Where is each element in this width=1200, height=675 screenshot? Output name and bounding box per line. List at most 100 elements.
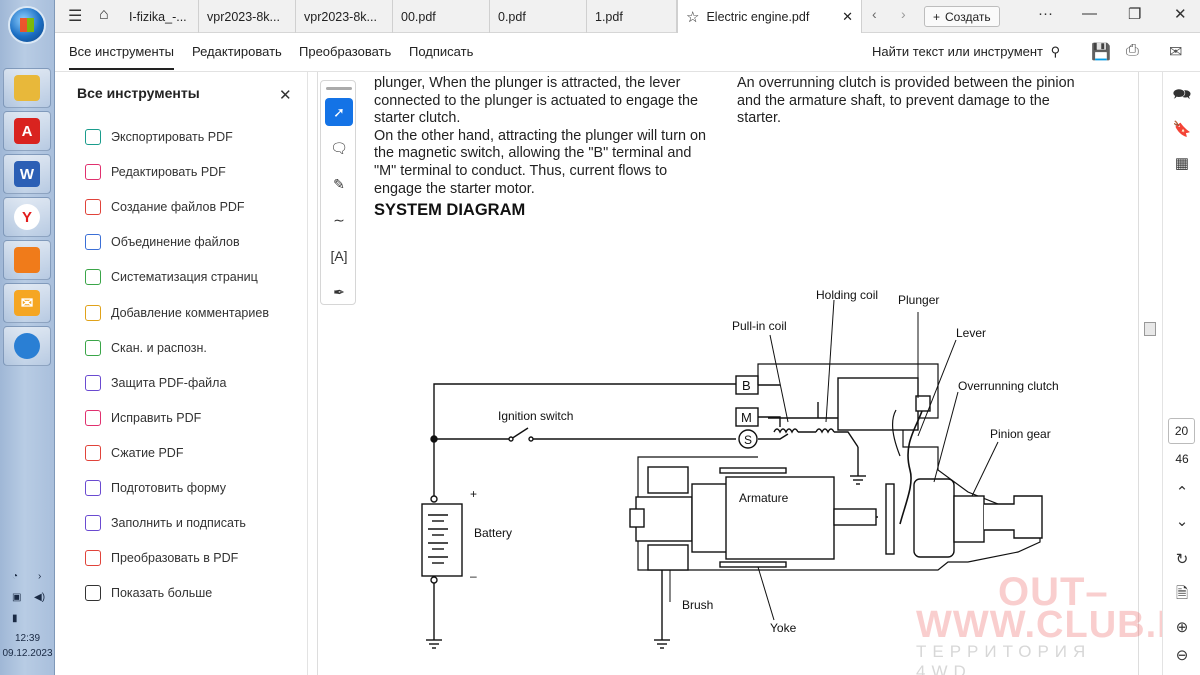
add-comment-icon[interactable]: 🗨: [330, 139, 348, 156]
drag-handle[interactable]: [326, 87, 352, 90]
combine-files-icon: [85, 234, 101, 251]
tab-active[interactable]: ☆ Electric engine.pdf ✕: [677, 0, 862, 33]
restore-icon[interactable]: ❐: [1128, 6, 1142, 23]
tool-item[interactable]: Сжатие PDF: [85, 442, 183, 464]
convert-pdf-icon: [85, 550, 101, 567]
page-total: 46: [1175, 452, 1189, 466]
tool-item[interactable]: Экспортировать PDF: [85, 126, 233, 148]
taskbar-yandex[interactable]: Y: [3, 197, 51, 237]
label-minus: –: [470, 569, 477, 583]
paragraph-line: An overrunning clutch is provided betwee…: [737, 75, 1075, 91]
commutator: [635, 496, 693, 542]
taskbar-app-5[interactable]: [3, 240, 51, 280]
page-info-icon[interactable]: 🗎: [1175, 585, 1189, 602]
menu-sign[interactable]: Подписать: [409, 44, 474, 59]
find-tool-button[interactable]: Найти текст или инструмент ⚲: [872, 44, 1060, 60]
tool-item[interactable]: Скан. и распозн.: [85, 337, 207, 359]
all-tools-panel: Все инструменты ✕ Экспортировать PDF Реда…: [55, 72, 308, 675]
watermark-line3: ТЕРРИТОРИЯ 4WD: [916, 642, 1092, 675]
close-tab-icon[interactable]: ✕: [842, 8, 853, 24]
draw-freehand-icon[interactable]: ∼: [333, 211, 345, 228]
tab-5[interactable]: 0.pdf: [490, 0, 587, 33]
volume-icon[interactable]: ◀): [34, 592, 46, 603]
terminal-s-circle: [738, 429, 758, 449]
more-options-icon[interactable]: ···: [1038, 5, 1053, 22]
minimize-icon[interactable]: —: [1082, 5, 1097, 22]
menu-edit[interactable]: Редактировать: [192, 44, 282, 59]
chevron-up-icon[interactable]: ⌃: [1175, 484, 1189, 501]
text-box-icon[interactable]: [A]: [330, 248, 348, 264]
tab-scroll-right-icon[interactable]: ›: [901, 6, 906, 22]
taskbar-acrobat[interactable]: A: [3, 111, 51, 151]
tab-4[interactable]: 00.pdf: [393, 0, 490, 33]
close-window-icon[interactable]: ✕: [1174, 6, 1187, 23]
tool-item[interactable]: Подготовить форму: [85, 477, 226, 499]
tool-item[interactable]: Добавление комментариев: [85, 302, 269, 324]
tab-3[interactable]: vpr2023-8k...: [296, 0, 393, 33]
tool-item[interactable]: Систематизация страниц: [85, 266, 258, 288]
shift-lever: [899, 410, 923, 525]
chevron-down-icon[interactable]: ⌄: [1175, 513, 1189, 530]
paragraph-line: starter clutch.: [374, 110, 461, 127]
tool-item-label: Сжатие PDF: [111, 445, 184, 460]
panel-title: Все инструменты: [77, 85, 200, 101]
refresh-icon[interactable]: ↻: [1175, 551, 1189, 568]
network-icon[interactable]: ◔: [12, 571, 19, 582]
tool-item-label: Создание файлов PDF: [111, 200, 245, 215]
edit-pdf-icon: [85, 164, 101, 181]
pinion-gear: [953, 495, 985, 543]
device-icon[interactable]: ▣: [12, 592, 22, 603]
folder-icon: [14, 75, 40, 101]
watermark-line2: WWW.CLUB.RU: [916, 604, 1162, 646]
yandex-browser-icon: Y: [14, 204, 40, 230]
tab-6[interactable]: 1.pdf: [587, 0, 677, 33]
watermark-line1: OUT–: [998, 570, 1109, 614]
email-icon[interactable]: ✉: [1169, 44, 1183, 61]
taskbar-app-7[interactable]: [3, 326, 51, 366]
scrollbar-thumb[interactable]: [1144, 322, 1156, 336]
tool-item[interactable]: Исправить PDF: [85, 407, 201, 429]
zoom-out-icon[interactable]: ⊖: [1175, 647, 1189, 664]
zoom-in-icon[interactable]: ⊕: [1175, 619, 1189, 636]
tool-item[interactable]: Защита PDF-файла: [85, 372, 226, 394]
sign-icon[interactable]: ✒: [333, 283, 345, 300]
bookmarks-icon[interactable]: 🔖: [1172, 121, 1192, 138]
create-pdf-icon: [85, 199, 101, 216]
print-icon[interactable]: ⎙: [1126, 42, 1139, 59]
menu-all-tools[interactable]: Все инструменты: [69, 44, 174, 70]
star-icon[interactable]: ☆: [686, 8, 700, 26]
page-number-input[interactable]: 20: [1168, 418, 1195, 444]
tool-item[interactable]: Преобразовать в PDF: [85, 547, 238, 569]
tool-item[interactable]: Заполнить и подписать: [85, 512, 246, 534]
comments-panel-icon[interactable]: 🗪: [1172, 86, 1192, 103]
taskbar-explorer[interactable]: [3, 68, 51, 108]
select-tool-icon[interactable]: ➚: [325, 98, 353, 126]
signal-icon[interactable]: ▮: [12, 613, 18, 624]
tool-item[interactable]: Редактировать PDF: [85, 161, 226, 183]
taskbar-word[interactable]: W: [3, 154, 51, 194]
highlight-pen-icon[interactable]: ✎: [333, 175, 345, 192]
thumbnails-icon[interactable]: ▦: [1174, 155, 1190, 172]
clock-date[interactable]: 09.12.2023: [2, 648, 53, 659]
clock-time[interactable]: 12:39: [14, 633, 41, 644]
hamburger-menu-icon[interactable]: ☰: [68, 8, 83, 25]
vertical-scrollbar[interactable]: [1140, 72, 1160, 675]
close-panel-icon[interactable]: ✕: [279, 87, 292, 104]
start-button[interactable]: [8, 6, 46, 44]
tab-scroll-left-icon[interactable]: ‹: [872, 6, 877, 22]
home-icon[interactable]: ⌂: [99, 6, 109, 23]
document-viewer[interactable]: ➚ 🗨 ✎ ∼ [A] ✒ plunger, When the plunger …: [309, 72, 1162, 675]
tool-item[interactable]: Показать больше: [85, 582, 212, 604]
quick-tools-bar: ➚ 🗨 ✎ ∼ [A] ✒: [320, 80, 356, 305]
tray-expand-icon[interactable]: ›: [38, 571, 42, 582]
taskbar-mail[interactable]: ✉: [3, 283, 51, 323]
tab-1[interactable]: I-fizika_-...: [121, 0, 199, 33]
tab-2[interactable]: vpr2023-8k...: [199, 0, 296, 33]
menu-convert[interactable]: Преобразовать: [299, 44, 392, 59]
tool-item[interactable]: Объединение файлов: [85, 231, 240, 253]
create-button[interactable]: +Создать: [924, 6, 1000, 27]
tab-label: 1.pdf: [595, 9, 623, 24]
label-terminal-m: M: [741, 410, 752, 425]
tool-item[interactable]: Создание файлов PDF: [85, 196, 245, 218]
save-icon[interactable]: 💾: [1091, 44, 1111, 61]
